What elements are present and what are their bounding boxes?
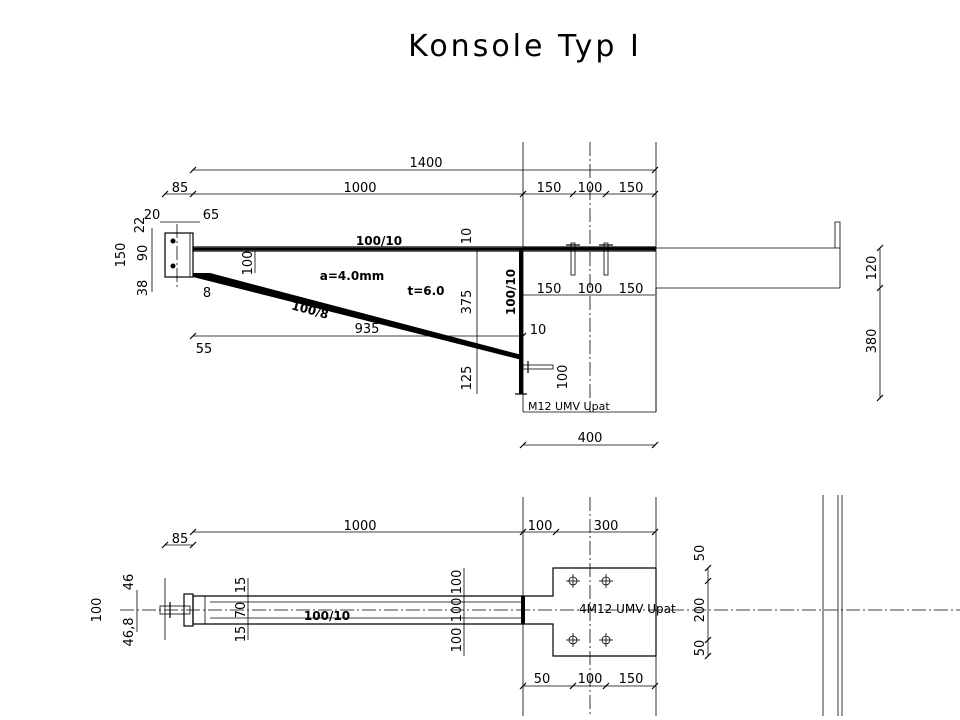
dim-10-right: 10 [530, 323, 547, 338]
dim-150-d: 150 [619, 282, 644, 297]
plan-dim-100-bottom: 100 [578, 672, 603, 687]
plan-dim-15-bottom: 15 [234, 626, 249, 643]
label-strut: 100/8 [290, 298, 330, 321]
dim-22: 22 [133, 217, 148, 234]
dim-100-mid: 100 [578, 181, 603, 196]
plan-dim-85: 85 [172, 532, 189, 547]
vertical-post [519, 249, 523, 394]
dim-90: 90 [136, 245, 151, 262]
plan-end-plate [183, 593, 194, 627]
end-plate [164, 232, 194, 278]
dim-20: 20 [144, 208, 161, 223]
dim-10-top: 10 [460, 228, 475, 245]
dim-85: 85 [172, 181, 189, 196]
plan-label-anchors: 4M12 UMV Upat [579, 602, 676, 616]
plan-dim-100: 100 [528, 519, 553, 534]
elevation-view: 1400 85 1000 150 100 150 20 65 22 150 90… [114, 142, 880, 449]
label-post: 100/10 [504, 269, 518, 315]
plan-anchor-holes [566, 574, 613, 647]
post-anchor-bolt [522, 364, 554, 370]
plan-dim-100-r3: 100 [450, 628, 465, 653]
label-anchor: M12 UMV Upat [528, 400, 610, 413]
dim-150-vert: 150 [114, 243, 129, 268]
dim-100-c: 100 [578, 282, 603, 297]
dim-38: 38 [136, 280, 151, 297]
anchor-bolt-left [570, 242, 576, 276]
plan-beam-outline [192, 567, 657, 657]
dim-100-bolt: 100 [556, 365, 571, 390]
dim-100-vert: 100 [241, 251, 256, 276]
plan-dim-50-right: 50 [693, 640, 708, 657]
dim-1400: 1400 [409, 156, 442, 171]
plan-dim-50-bottom: 50 [534, 672, 551, 687]
dim-150-right: 150 [619, 181, 644, 196]
top-anchors [566, 242, 613, 276]
plan-view: 1000 100 300 85 50 100 150 46 100 46,8 1… [90, 495, 960, 716]
plan-dim-15-top: 15 [234, 577, 249, 594]
label-plate: t=6.0 [407, 284, 444, 298]
plan-anchor-bolt [159, 605, 191, 615]
plan-dim-300: 300 [594, 519, 619, 534]
dim-1000: 1000 [343, 181, 376, 196]
dim-125: 125 [460, 366, 475, 391]
slab-edge-upstand [834, 221, 841, 288]
dim-150-c: 150 [537, 282, 562, 297]
plan-dim-50-top: 50 [693, 545, 708, 562]
plan-label-beam: 100/10 [304, 609, 350, 623]
plan-dim-100-r1: 100 [450, 570, 465, 595]
dim-150-left: 150 [537, 181, 562, 196]
plan-dim-150-bottom: 150 [619, 672, 644, 687]
dim-375: 375 [460, 290, 475, 315]
anchor-bolt-right [603, 242, 609, 276]
drawing-title: Konsole Typ I [408, 29, 642, 64]
diagonal-strut [193, 273, 522, 360]
dim-55: 55 [196, 342, 213, 357]
plan-dim-1000: 1000 [343, 519, 376, 534]
plan-dim-200: 200 [693, 598, 708, 623]
dim-65: 65 [203, 208, 220, 223]
plan-dim-46-8: 46,8 [122, 618, 137, 647]
post-anchor [522, 361, 554, 373]
plan-dim-46: 46 [122, 574, 137, 591]
dim-120: 120 [865, 256, 880, 281]
plan-weld-mark [521, 596, 525, 624]
dim-400: 400 [578, 431, 603, 446]
plan-dim-100-left: 100 [90, 598, 105, 623]
end-plate-bolt-top [170, 238, 176, 244]
dim-380: 380 [865, 329, 880, 354]
dim-8: 8 [203, 286, 211, 301]
plan-dim-70: 70 [234, 602, 249, 619]
label-weld: a=4.0mm [320, 269, 384, 283]
plan-dim-100-r2: 100 [450, 598, 465, 623]
end-plate-bolt-bottom [170, 263, 176, 269]
label-top-beam: 100/10 [356, 234, 402, 248]
dim-935: 935 [355, 322, 380, 337]
